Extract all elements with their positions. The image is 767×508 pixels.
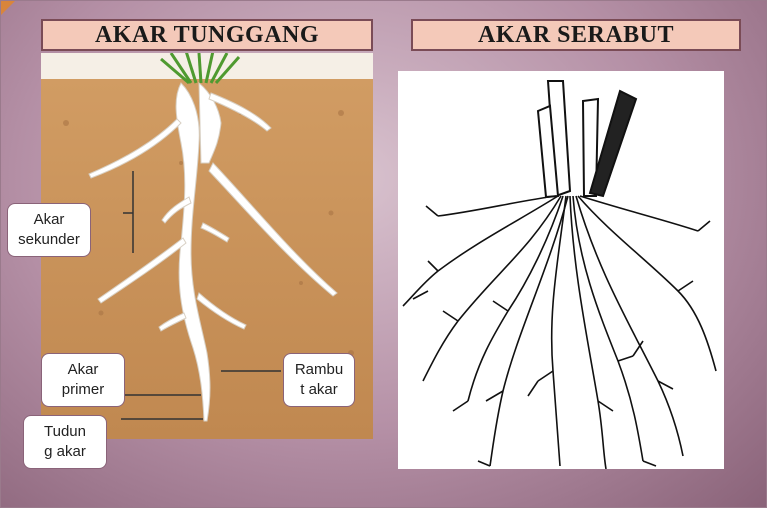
label-root-cap: Tudun g akar xyxy=(23,415,107,469)
fibrous-roots xyxy=(403,196,716,469)
stems xyxy=(538,81,636,197)
label-secondary-root: Akar sekunder xyxy=(7,203,91,257)
label-primary-root: Akar primer xyxy=(41,353,125,407)
fibrous-root-svg xyxy=(398,71,724,469)
fibrous-root-illustration xyxy=(398,71,724,469)
title-fibrous-root: AKAR SERABUT xyxy=(411,19,741,51)
corner-accent xyxy=(1,1,15,15)
label-root-hair: Rambu t akar xyxy=(283,353,355,407)
title-taproot: AKAR TUNGGANG xyxy=(41,19,373,51)
